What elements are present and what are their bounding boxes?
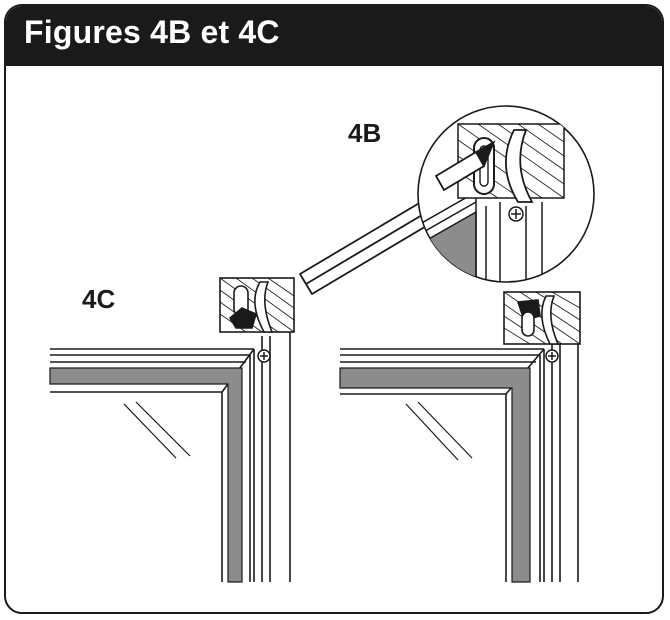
detail-view-4b bbox=[417, 105, 595, 283]
gasket-right bbox=[339, 367, 531, 583]
label-4b: 4B bbox=[348, 118, 382, 148]
screw-icon bbox=[545, 349, 559, 363]
window-left bbox=[50, 331, 291, 582]
figure-frame: Figures 4B et 4C bbox=[4, 4, 664, 614]
screw-icon bbox=[257, 349, 271, 363]
installation-diagram bbox=[49, 105, 595, 583]
label-4c: 4C bbox=[82, 284, 116, 314]
latch-icon bbox=[503, 291, 581, 345]
gasket-left bbox=[49, 367, 243, 583]
title-bar: Figures 4B et 4C bbox=[6, 6, 662, 66]
figure-title: Figures 4B et 4C bbox=[24, 14, 280, 50]
window-right bbox=[340, 331, 579, 582]
glass-reflection-left bbox=[123, 401, 191, 459]
glass-reflection-right bbox=[405, 401, 473, 461]
latch-icon bbox=[219, 277, 295, 333]
